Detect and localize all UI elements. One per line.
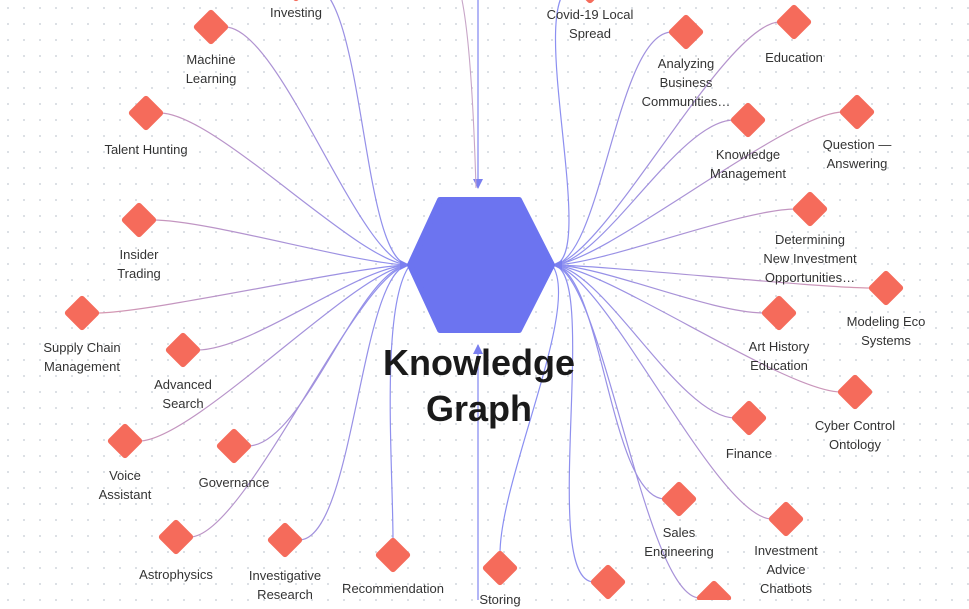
edge-supply-chain (95, 264, 411, 314)
node-diamond-sales-engineering[interactable] (661, 481, 698, 518)
topic-node-layer (64, 0, 905, 600)
edge-astrophysics (189, 264, 411, 538)
node-diamond-investment-advice[interactable] (768, 501, 805, 538)
node-diamond-art-history[interactable] (761, 295, 798, 332)
node-diamond-advanced-search[interactable] (165, 332, 202, 369)
edge-layer (95, 0, 873, 599)
node-diamond-governance[interactable] (216, 428, 253, 465)
edge-investigative-research (298, 264, 411, 541)
edge-storing (499, 264, 560, 555)
node-diamond-talent-hunting[interactable] (128, 95, 165, 132)
node-diamond-supply-chain[interactable] (64, 295, 101, 332)
node-diamond-recommendation[interactable] (375, 537, 412, 574)
edge-top-vertical-2 (461, 0, 477, 189)
node-diamond-question-answering[interactable] (839, 94, 876, 131)
node-diamond-cyber-control[interactable] (837, 374, 874, 411)
edge-voice-assistant (138, 264, 411, 442)
edge-art-history (551, 264, 766, 314)
node-diamond-bottom-partial-1[interactable] (590, 564, 627, 600)
edge-insider-trading (152, 219, 411, 266)
node-diamond-insider-trading[interactable] (121, 202, 158, 239)
node-diamond-knowledge-management[interactable] (730, 102, 767, 139)
edge-recommendation (389, 264, 411, 542)
node-diamond-astrophysics[interactable] (158, 519, 195, 556)
edge-new-investment (551, 208, 797, 266)
hub-arrow-left (400, 260, 410, 270)
node-diamond-covid-spread[interactable] (572, 0, 609, 4)
edge-education (551, 21, 781, 266)
hub-arrow-right (552, 260, 562, 270)
edge-modeling-eco (551, 264, 873, 289)
node-diamond-finance[interactable] (731, 400, 768, 437)
edge-bottom-partial-2 (551, 264, 701, 599)
node-diamond-analyzing-business[interactable] (668, 14, 705, 51)
edge-investment-advice (551, 264, 773, 520)
edge-knowledge-management (551, 119, 735, 266)
node-diamond-voice-assistant[interactable] (107, 423, 144, 460)
edge-covid-spread (551, 0, 570, 266)
edge-question-answering (551, 111, 844, 266)
edge-machine-learning (224, 26, 411, 266)
node-diamond-storing[interactable] (482, 550, 519, 587)
edge-bottom-partial-1 (551, 264, 595, 583)
node-diamond-bottom-partial-2[interactable] (696, 580, 733, 600)
node-diamond-investing[interactable] (278, 0, 315, 2)
node-diamond-machine-learning[interactable] (193, 9, 230, 46)
edge-analyzing-business (551, 31, 673, 266)
edge-finance (551, 264, 736, 419)
node-diamond-education[interactable] (776, 4, 813, 41)
node-diamond-modeling-eco[interactable] (868, 270, 905, 307)
edge-advanced-search (196, 264, 411, 351)
vertical-edge-layer (461, 0, 483, 600)
edge-governance (247, 264, 411, 447)
knowledge-graph-hub[interactable] (407, 197, 555, 333)
node-diamond-new-investment[interactable] (792, 191, 829, 228)
edge-investing (329, 0, 411, 266)
node-diamond-investigative-research[interactable] (267, 522, 304, 559)
hub-hexagon-shape[interactable] (407, 197, 555, 333)
edge-sales-engineering (551, 264, 666, 500)
edge-talent-hunting (159, 112, 411, 266)
edge-cyber-control (551, 264, 842, 393)
